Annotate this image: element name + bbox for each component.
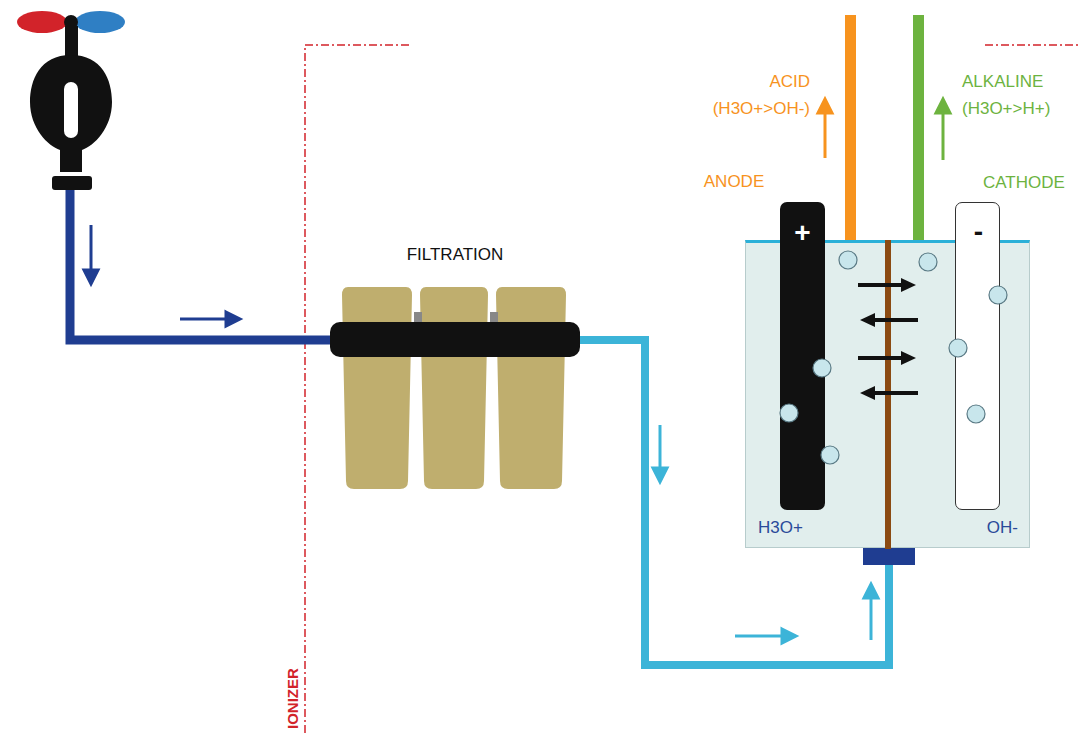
region-label: IONIZER: [284, 668, 302, 729]
node-text: +: [780, 216, 825, 250]
ion-arrow: [858, 356, 905, 360]
node-text: -: [956, 215, 1001, 249]
gas-bubble: [821, 446, 839, 464]
gas-bubble: [967, 405, 985, 423]
outlet-label: (H3O+>H+): [962, 99, 1078, 119]
filter-cartridges: [330, 285, 580, 490]
ion-arrow: [871, 318, 918, 322]
gas-bubble: [780, 404, 798, 422]
node-text: OH-: [946, 518, 1018, 538]
boundary-line: [985, 44, 1081, 46]
flow-arrow: [936, 99, 950, 160]
ion-arrow: [871, 391, 918, 395]
inlet-pipe: [70, 190, 332, 340]
gas-bubble: [839, 251, 857, 269]
ion-arrow: [858, 283, 905, 287]
node-heading: FILTRATION: [330, 245, 580, 265]
gas-bubble: [919, 253, 937, 271]
node-heading: ANODE: [694, 172, 774, 192]
filter-manifold: [330, 322, 580, 357]
ion-arrowhead: [860, 386, 875, 400]
flow-arrow: [84, 225, 240, 326]
flow-arrow: [818, 99, 832, 158]
filter-cartridge: [420, 287, 488, 489]
outlet-label: (H3O+>OH-): [660, 99, 810, 119]
inlet-fitting: [863, 548, 915, 565]
filter-cartridge: [342, 287, 412, 489]
gas-bubble: [813, 359, 831, 377]
ion-arrowhead: [901, 351, 916, 365]
membrane: [885, 240, 891, 549]
node-text: H3O+: [758, 518, 828, 538]
acid-pipe: [845, 15, 856, 242]
filter-cartridge: [496, 287, 566, 489]
ion-arrowhead: [901, 278, 916, 292]
anode-electrode: ANODE+: [780, 202, 825, 510]
electrolysis-cell: H3O+OH-ANODE+CATHODE-: [745, 240, 1030, 548]
faucet-icon: [17, 11, 125, 190]
cathode-electrode: CATHODE-: [955, 202, 1000, 510]
gas-bubble: [949, 339, 967, 357]
node-heading: CATHODE: [983, 173, 1073, 193]
outlet-label: ALKALINE: [962, 72, 1072, 92]
alkaline-pipe: [913, 15, 924, 242]
gas-bubble: [989, 286, 1007, 304]
filtration-unit: FILTRATION: [330, 285, 580, 490]
outlet-label: ACID: [700, 72, 810, 92]
ion-arrowhead: [860, 313, 875, 327]
